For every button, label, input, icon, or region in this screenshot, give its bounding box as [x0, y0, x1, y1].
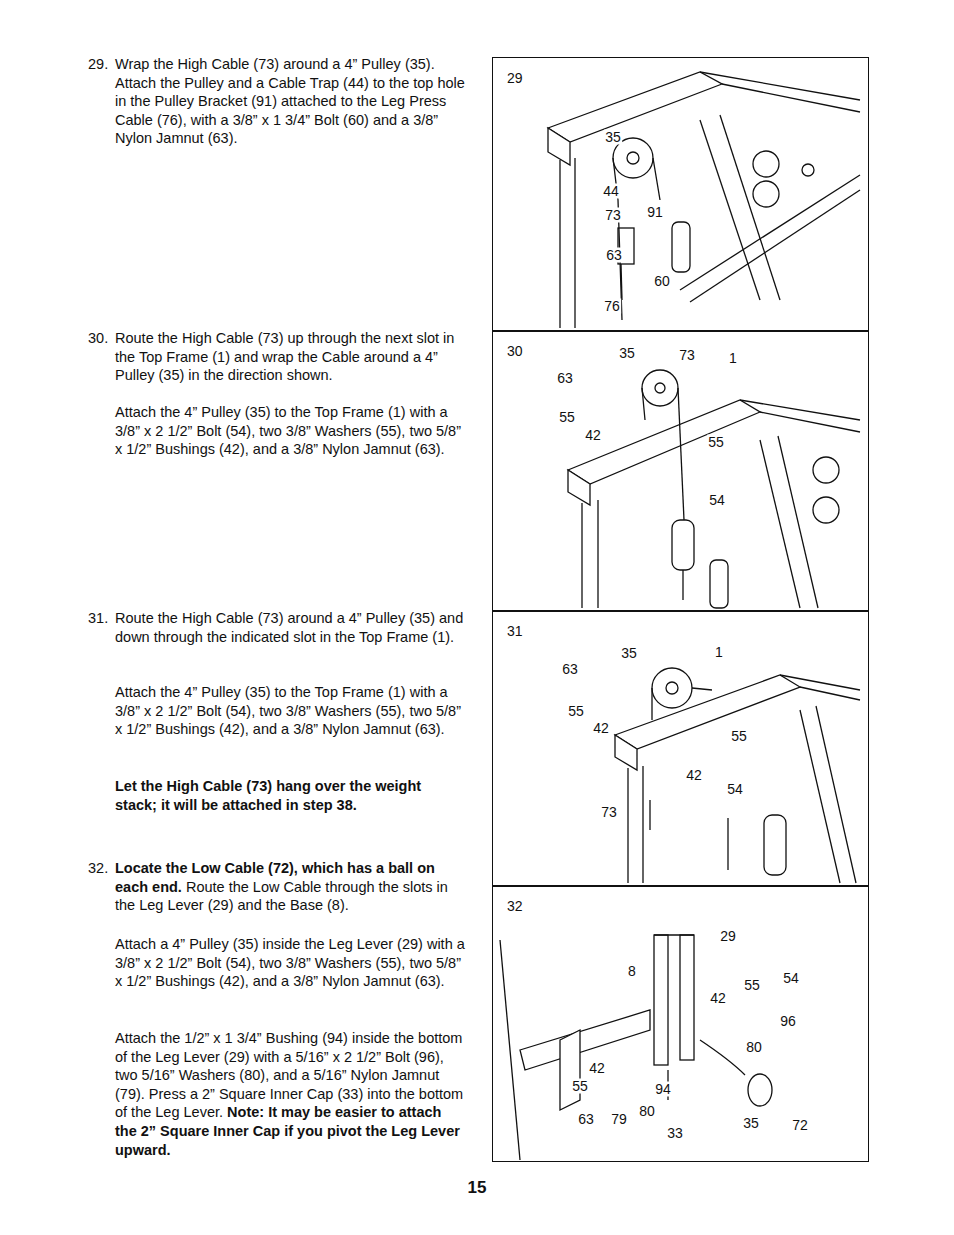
callout-number: 35 — [604, 130, 622, 145]
callout-number: 73 — [678, 348, 696, 363]
callout-number: 42 — [588, 1061, 606, 1076]
callout-number: 63 — [605, 248, 623, 263]
instruction-text: Let the High Cable (73) hang over the we… — [115, 777, 465, 814]
callout-number: 96 — [779, 1014, 797, 1029]
instruction-text: Attach the 1/2” x 1 3/4” Bushing (94) in… — [115, 1029, 465, 1159]
step-number: 29. — [88, 55, 108, 74]
instruction-text: Locate the Low Cable (72), which has a b… — [115, 859, 465, 915]
step-number: 32 — [507, 898, 523, 914]
callout-number: 63 — [561, 662, 579, 677]
step-number: 31. — [88, 609, 108, 628]
callout-number: 42 — [592, 721, 610, 736]
step-number: 30. — [88, 329, 108, 348]
callout-number: 54 — [708, 493, 726, 508]
callout-number: 55 — [571, 1079, 589, 1094]
instruction-text: Route the High Cable (73) around a 4” Pu… — [115, 609, 465, 646]
callout-number: 33 — [666, 1126, 684, 1141]
callout-number: 44 — [602, 184, 620, 199]
step-panel: 31 — [492, 610, 869, 887]
frame-drawing — [568, 370, 860, 608]
callout-number: 1 — [714, 645, 724, 660]
callout-number: 73 — [600, 805, 618, 820]
callout-number: 55 — [707, 435, 725, 450]
callout-number: 42 — [685, 768, 703, 783]
frame-drawing — [500, 935, 772, 1160]
step-number: 32. — [88, 859, 108, 878]
instruction-sentence: Wrap the High Cable (73) around a 4” Pul… — [115, 56, 465, 146]
step-number: 30 — [507, 343, 523, 359]
callout-number: 79 — [610, 1112, 628, 1127]
callout-number: 63 — [556, 371, 574, 386]
instruction-sentence: Attach the 4” Pulley (35) to the Top Fra… — [115, 404, 461, 457]
callout-number: 73 — [604, 208, 622, 223]
callout-number: 1 — [728, 351, 738, 366]
callout-number: 60 — [653, 274, 671, 289]
callout-number: 42 — [709, 991, 727, 1006]
callout-number: 35 — [618, 346, 636, 361]
callout-number: 35 — [742, 1116, 760, 1131]
callout-number: 94 — [654, 1082, 672, 1097]
instruction-sentence: Route the High Cable (73) up through the… — [115, 330, 454, 383]
callout-number: 63 — [577, 1112, 595, 1127]
bold-instruction: Let the High Cable (73) hang over the we… — [115, 778, 421, 813]
callout-number: 54 — [726, 782, 744, 797]
instruction-sentence: Attach a 4” Pulley (35) inside the Leg L… — [115, 936, 465, 989]
step-number: 31 — [507, 623, 523, 639]
callout-number: 42 — [584, 428, 602, 443]
callout-number: 55 — [567, 704, 585, 719]
instruction-text: Wrap the High Cable (73) around a 4” Pul… — [115, 55, 465, 148]
callout-number: 55 — [730, 729, 748, 744]
callout-number: 35 — [620, 646, 638, 661]
instruction-sentence: Attach the 4” Pulley (35) to the Top Fra… — [115, 684, 461, 737]
step-panel: 29 — [492, 57, 869, 332]
step-panel: 30 — [492, 330, 869, 612]
callout-number: 54 — [782, 971, 800, 986]
instruction-text: Attach the 4” Pulley (35) to the Top Fra… — [115, 683, 465, 739]
frame-drawing — [548, 72, 860, 328]
callout-number: 80 — [745, 1040, 763, 1055]
instruction-text: Route the High Cable (73) up through the… — [115, 329, 465, 385]
frame-drawing — [615, 668, 860, 883]
instruction-sentence: Route the High Cable (73) around a 4” Pu… — [115, 610, 463, 645]
instruction-text: Attach a 4” Pulley (35) inside the Leg L… — [115, 935, 465, 991]
callout-number: 29 — [719, 929, 737, 944]
callout-number: 55 — [743, 978, 761, 993]
step-number: 29 — [507, 70, 523, 86]
page-number: 15 — [468, 1178, 487, 1198]
callout-number: 8 — [627, 964, 637, 979]
callout-number: 80 — [638, 1104, 656, 1119]
callout-number: 91 — [646, 205, 664, 220]
callout-number: 76 — [603, 299, 621, 314]
step-panel: 32 — [492, 885, 869, 1162]
callout-number: 72 — [791, 1118, 809, 1133]
callout-number: 55 — [558, 410, 576, 425]
instruction-text: Attach the 4” Pulley (35) to the Top Fra… — [115, 403, 465, 459]
